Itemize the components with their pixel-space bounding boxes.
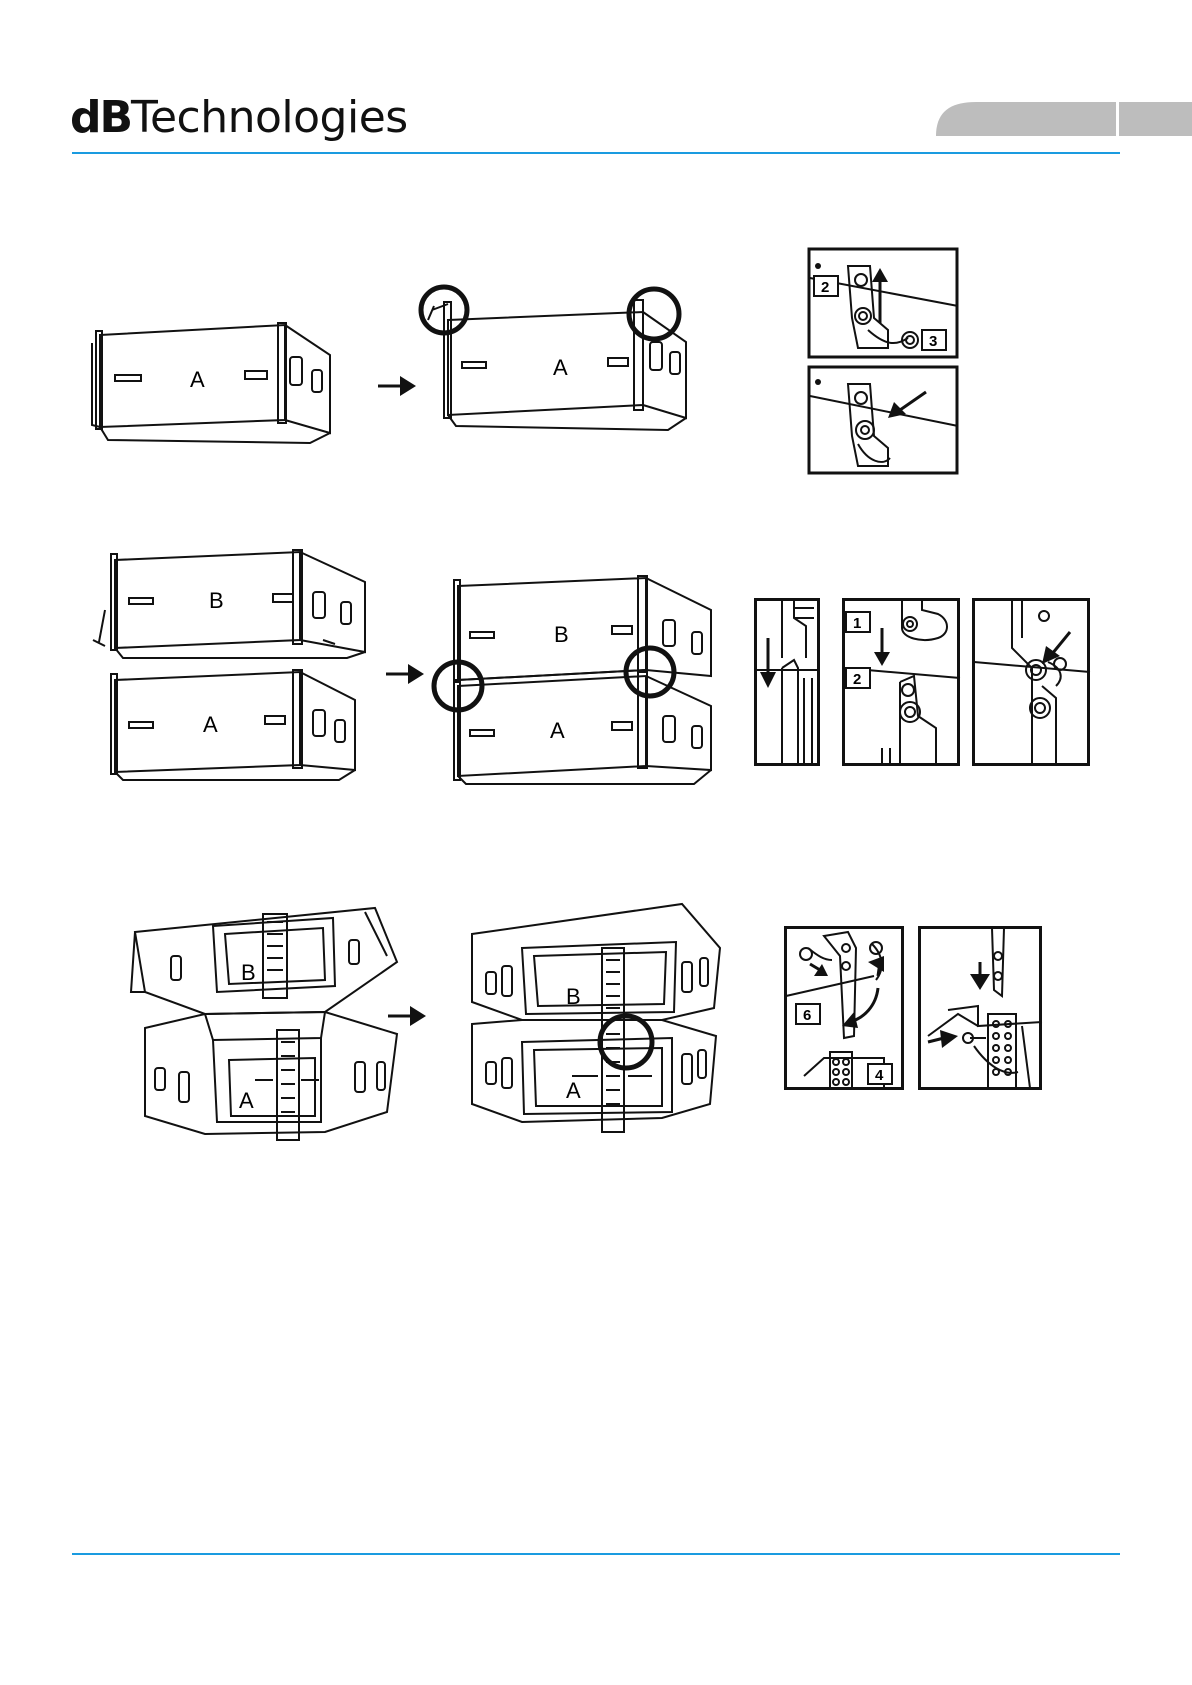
step3-cabinets-after: B A [462, 898, 724, 1136]
step2-cabinet-top-before-label: B [209, 588, 224, 613]
brand-logo-bold: dB [70, 92, 131, 143]
step1-cabinet-before: A [80, 315, 355, 445]
step3-cabinets-before: B A [125, 902, 410, 1142]
header-section-tab [936, 102, 1192, 136]
brand-logo: dBTechnologies [70, 92, 408, 143]
step2-detail-middle: 1 2 [842, 598, 960, 766]
step1-cabinet-before-label: A [190, 367, 205, 392]
step2-arrow-right-icon [386, 662, 426, 686]
step2-detail-right [972, 598, 1090, 766]
step1-cabinet-after: A [418, 280, 698, 445]
step1-callout-2: 2 [821, 279, 829, 296]
step1-cabinet-after-label: A [553, 355, 568, 380]
step3-arrow-right-icon [388, 1004, 428, 1028]
step2-cabinet-bottom-before-label: A [203, 712, 218, 737]
step2-cabinet-bottom-after-label: A [550, 718, 565, 743]
step1-arrow-right-icon [378, 374, 418, 398]
step3-detail-right [918, 926, 1042, 1090]
highlight-circle-icon [600, 1016, 652, 1068]
step3-cabinet-top-after-label: B [566, 984, 581, 1009]
step2-detail-left [754, 598, 820, 766]
step3-cabinet-bottom-after-label: A [566, 1078, 581, 1103]
step3-cabinet-bottom-before-label: A [239, 1088, 254, 1113]
step3-detail-left: 6 4 [784, 926, 904, 1090]
step3-callout-6: 6 [803, 1007, 811, 1024]
highlight-circle-icon [629, 289, 679, 339]
step2-cabinets-after: B A [428, 570, 718, 790]
step3-cabinet-top-before-label: B [241, 960, 256, 985]
step2-callout-1: 1 [853, 615, 861, 632]
step3-callout-4: 4 [875, 1067, 884, 1084]
footer-rule [72, 1553, 1120, 1555]
step1-detail-bottom [808, 366, 958, 474]
step2-cabinets-before: B A [85, 540, 375, 780]
header-rule [72, 152, 1120, 154]
step1-callout-3: 3 [929, 333, 937, 350]
step1-detail-top: 2 3 [808, 248, 958, 358]
step2-cabinet-top-after-label: B [554, 622, 569, 647]
brand-logo-rest: Technologies [131, 92, 408, 143]
step2-callout-2: 2 [853, 671, 861, 688]
